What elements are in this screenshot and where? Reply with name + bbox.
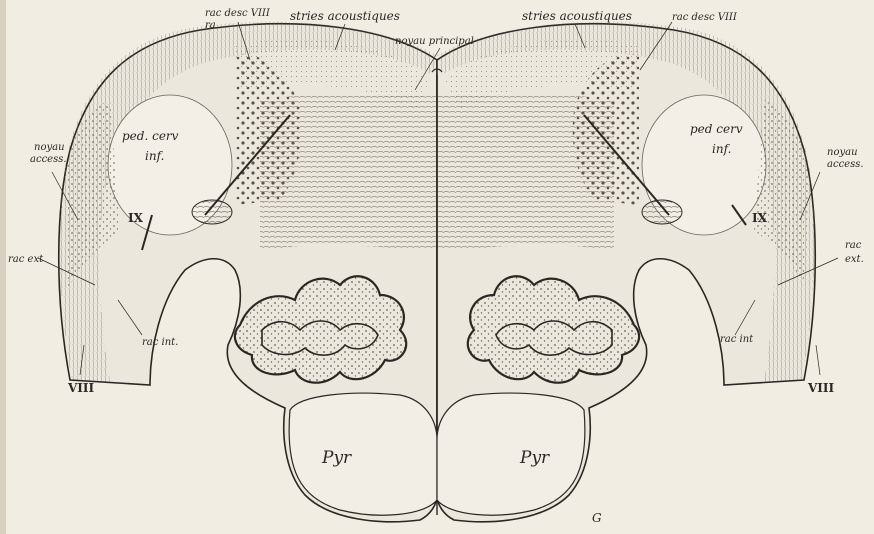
label-rac-int-left: rac int. (142, 337, 178, 348)
label-ped-cerv-left-1: ped. cerv (122, 129, 179, 143)
label-ra-left: ra (205, 20, 216, 31)
label-stries-left: stries acoustiques (290, 9, 400, 23)
label-ped-cerv-right-2: inf. (712, 142, 731, 156)
scan-edge-shade (0, 0, 6, 534)
label-rac-int-right: rac int (720, 334, 754, 345)
label-ix-right: IX (752, 211, 768, 225)
label-ped-cerv-left-2: inf. (145, 149, 164, 163)
label-noyau-access-right-2: access. (827, 159, 864, 170)
label-stries-right: stries acoustiques (522, 9, 632, 23)
label-noyau-access-left-2: access. (30, 154, 67, 165)
small-nucleus-left (192, 200, 232, 224)
label-pyr-right: Pyr (519, 448, 550, 468)
label-pyr-left: Pyr (321, 448, 352, 468)
label-rac-ext-right-1: rac (845, 240, 862, 251)
label-ix-left: IX (128, 211, 144, 225)
label-ped-cerv-right-1: ped cerv (690, 122, 743, 136)
label-rac-ext-left: rac ext (8, 254, 44, 265)
label-noyau-access-right-1: noyau (827, 147, 858, 158)
small-nucleus-right (642, 200, 682, 224)
label-viii-left: VIII (67, 381, 95, 395)
label-viii-right: VIII (807, 381, 835, 395)
label-noyau-access-left-1: noyau (34, 142, 65, 153)
label-noyau-principal: noyau principal (395, 36, 474, 47)
label-rac-ext-right-2: ext. (845, 254, 864, 265)
label-rac-desc-left: rac desc VIII (205, 8, 271, 19)
label-rac-desc-right: rac desc VIII (672, 12, 738, 23)
artist-signature: G (592, 511, 602, 525)
